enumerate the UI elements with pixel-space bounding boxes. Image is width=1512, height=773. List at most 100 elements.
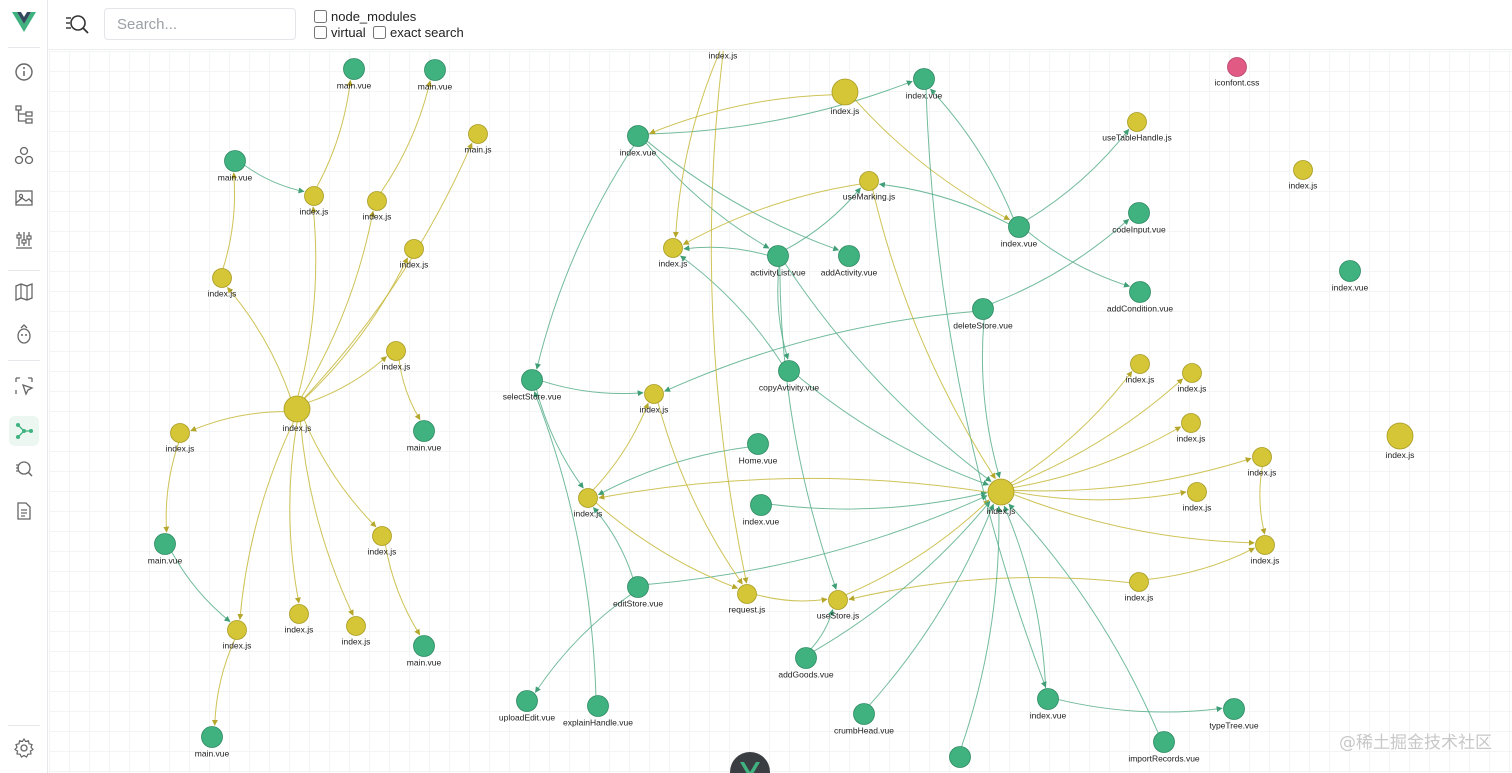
graph-node-circle[interactable] <box>831 78 859 106</box>
graph-node[interactable]: copyAvtivity.vue <box>759 360 819 393</box>
graph-node-circle[interactable] <box>578 488 598 508</box>
graph-node[interactable]: typeTree.vue <box>1209 698 1259 731</box>
graph-node-circle[interactable] <box>587 695 609 717</box>
graph-node[interactable]: main.vue <box>337 58 372 91</box>
graph-node[interactable]: index.js <box>659 238 688 269</box>
graph-node-circle[interactable] <box>372 526 392 546</box>
graph-node[interactable]: index.js <box>1251 535 1280 566</box>
graph-node[interactable]: iconfont.css <box>1215 57 1260 88</box>
graph-node-circle[interactable] <box>154 533 176 555</box>
graph-node-circle[interactable] <box>627 125 649 147</box>
graph-node-circle[interactable] <box>1128 202 1150 224</box>
graph-node-circle[interactable] <box>224 150 246 172</box>
graph-node[interactable]: main.vue <box>148 533 183 566</box>
graph-node-circle[interactable] <box>949 746 971 768</box>
graph-node[interactable]: index.js <box>300 186 329 217</box>
graph-node[interactable]: useTableHandle.js <box>1102 112 1172 143</box>
graph-node[interactable]: main.vue <box>195 726 230 759</box>
graph-node-circle[interactable] <box>346 616 366 636</box>
graph-node[interactable]: index.js <box>987 478 1016 516</box>
graph-node[interactable]: index.js <box>283 395 312 433</box>
graph-node[interactable]: explainHandle.vue <box>563 695 633 728</box>
graph-node-circle[interactable] <box>987 478 1015 506</box>
graph-node[interactable]: index.vue <box>620 125 657 158</box>
graph-node[interactable]: index.js <box>285 604 314 635</box>
graph-node-circle[interactable] <box>627 576 649 598</box>
gear-icon[interactable] <box>13 737 35 759</box>
graph-node[interactable]: index.js <box>1126 354 1155 385</box>
graph-node-circle[interactable] <box>304 186 324 206</box>
graph-node-circle[interactable] <box>1255 535 1275 555</box>
graph-node[interactable]: index.js <box>1178 363 1207 394</box>
graph-node-circle[interactable] <box>1223 698 1245 720</box>
graph-icon[interactable] <box>9 416 39 446</box>
graph-node-circle[interactable] <box>750 494 772 516</box>
graph-node[interactable]: index.js <box>1386 422 1415 460</box>
graph-node[interactable]: index.js <box>223 620 252 651</box>
graph-node-circle[interactable] <box>859 171 879 191</box>
graph-node-circle[interactable] <box>289 604 309 624</box>
graph-node[interactable]: index.js <box>574 488 603 519</box>
graph-node[interactable]: crumbHead.vue <box>834 703 894 736</box>
components-icon[interactable] <box>13 145 35 167</box>
module-graph-canvas[interactable]: index.js index.vue iconfont.css index.js ind… <box>49 51 1512 773</box>
graph-node[interactable]: editStore.vue <box>613 576 663 609</box>
graph-node-circle[interactable] <box>283 395 311 423</box>
graph-node[interactable]: codeInput.vue <box>1112 202 1166 235</box>
graph-node-circle[interactable] <box>1339 260 1361 282</box>
info-icon[interactable] <box>13 61 35 83</box>
tree-icon[interactable] <box>13 103 35 125</box>
graph-node-circle[interactable] <box>838 245 860 267</box>
graph-node-circle[interactable] <box>386 341 406 361</box>
graph-node[interactable]: main.js <box>465 124 492 155</box>
graph-node-circle[interactable] <box>413 420 435 442</box>
document-icon[interactable] <box>13 500 35 522</box>
virtual-checkbox[interactable] <box>314 26 327 39</box>
graph-node-circle[interactable] <box>212 268 232 288</box>
graph-node[interactable]: index.js <box>709 51 738 61</box>
node-modules-checkbox[interactable] <box>314 10 327 23</box>
exact-search-filter[interactable]: exact search <box>373 25 464 40</box>
graph-node[interactable]: index.js <box>1177 413 1206 444</box>
timeline-icon[interactable] <box>13 229 35 251</box>
graph-node[interactable]: addActivity.vue <box>821 245 878 278</box>
graph-node-circle[interactable] <box>1130 354 1150 374</box>
graph-node-circle[interactable] <box>1252 447 1272 467</box>
graph-node[interactable]: useStore.js <box>817 590 860 621</box>
graph-node[interactable]: Home.vue <box>739 433 778 466</box>
inspector-icon[interactable] <box>13 375 35 397</box>
graph-node-circle[interactable] <box>1386 422 1414 450</box>
assets-icon[interactable] <box>13 187 35 209</box>
graph-node-circle[interactable] <box>413 635 435 657</box>
graph-node[interactable]: index.vue <box>1030 688 1067 721</box>
graph-node[interactable]: index.vue <box>906 68 943 101</box>
graph-node[interactable]: addGoods.vue <box>778 647 834 680</box>
graph-node[interactable]: index.js <box>1248 447 1277 478</box>
graph-node[interactable]: uploadEdit.vue <box>499 690 556 723</box>
graph-node[interactable]: main.vue <box>407 635 442 668</box>
inspect-search-icon[interactable] <box>13 458 35 480</box>
graph-node[interactable] <box>949 746 971 768</box>
graph-node-circle[interactable] <box>424 59 446 81</box>
graph-node-circle[interactable] <box>663 238 683 258</box>
graph-node-circle[interactable] <box>1153 731 1175 753</box>
graph-node[interactable]: main.vue <box>218 150 253 183</box>
graph-node[interactable]: useMarking.js <box>843 171 895 202</box>
graph-node[interactable]: index.js <box>208 268 237 299</box>
graph-node[interactable]: index.vue <box>1332 260 1369 293</box>
graph-node-circle[interactable] <box>468 124 488 144</box>
graph-node-circle[interactable] <box>1181 413 1201 433</box>
graph-node-circle[interactable] <box>853 703 875 725</box>
graph-node-circle[interactable] <box>778 360 800 382</box>
graph-node[interactable]: index.js <box>831 78 860 116</box>
graph-node-circle[interactable] <box>737 584 757 604</box>
graph-node[interactable]: index.js <box>1289 160 1318 191</box>
graph-node-circle[interactable] <box>1187 482 1207 502</box>
graph-node-circle[interactable] <box>521 369 543 391</box>
exact-search-checkbox[interactable] <box>373 26 386 39</box>
graph-node[interactable]: index.js <box>640 384 669 415</box>
graph-node-circle[interactable] <box>1182 363 1202 383</box>
routes-map-icon[interactable] <box>13 281 35 303</box>
graph-node[interactable]: index.js <box>368 526 397 557</box>
graph-node-circle[interactable] <box>828 590 848 610</box>
